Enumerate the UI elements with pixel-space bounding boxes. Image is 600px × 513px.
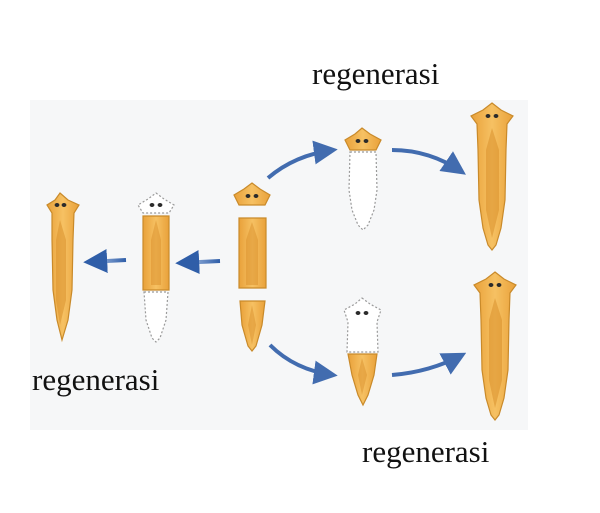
arrow-icon-left-2 bbox=[175, 250, 221, 275]
arrow-icon-top-1 bbox=[266, 140, 338, 180]
planarian-icon-original-cut bbox=[233, 182, 271, 352]
arrow-icon-bottom-2 bbox=[391, 352, 467, 377]
planarian-icon-tail-fragment bbox=[343, 297, 382, 407]
arrow-icon-left-1 bbox=[83, 249, 127, 273]
regeneration-label-left: regenerasi bbox=[32, 362, 160, 397]
planarian-icon-head-fragment bbox=[344, 127, 382, 231]
regeneration-label-top: regenerasi bbox=[312, 56, 440, 91]
planarian-icon-regenerated-top bbox=[470, 102, 514, 251]
regeneration-label-bottom: regenerasi bbox=[362, 434, 490, 469]
planarian-icon-middle-fragment bbox=[137, 192, 175, 343]
planarian-icon-regenerated-bottom bbox=[473, 271, 517, 421]
arrow-icon-top-2 bbox=[391, 148, 466, 175]
planarian-icon-regenerated-left bbox=[46, 192, 80, 343]
arrow-icon-bottom-1 bbox=[268, 343, 338, 385]
